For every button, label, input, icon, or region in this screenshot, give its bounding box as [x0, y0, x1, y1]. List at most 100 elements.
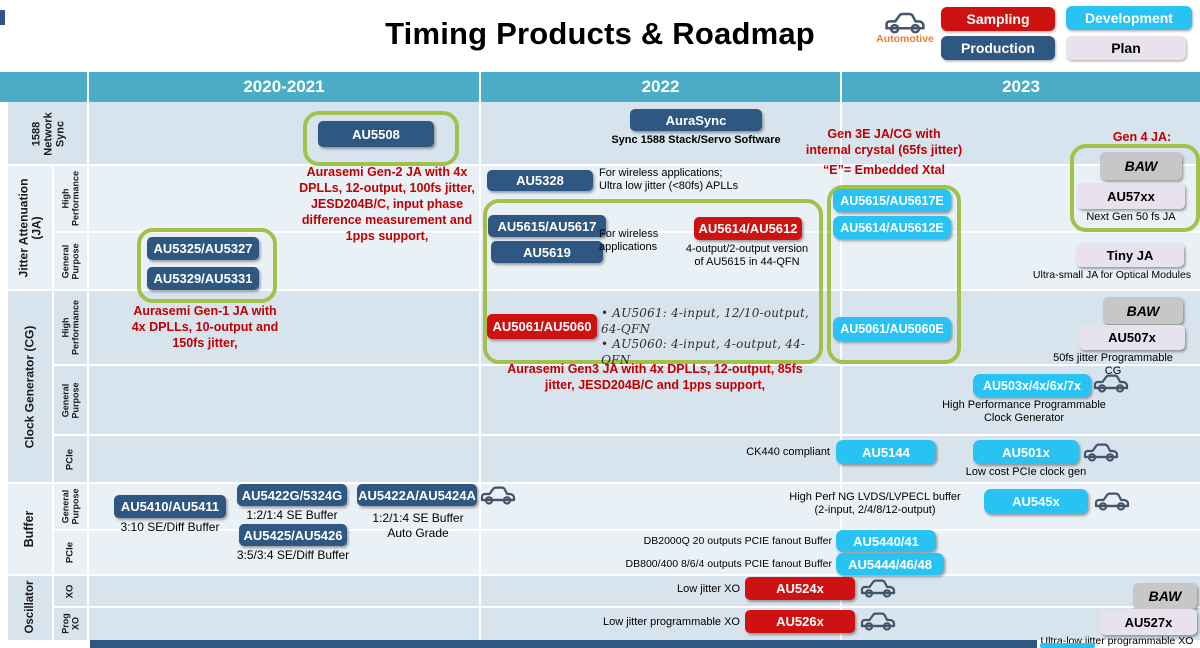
product-au57xx[interactable]: AU57xx — [1077, 183, 1185, 209]
footer-bar — [90, 640, 1037, 648]
caption-wireless: For wireless applications — [599, 228, 659, 254]
divider — [479, 72, 481, 640]
product-au5619[interactable]: AU5619 — [491, 241, 603, 263]
note-gen3: Aurasemi Gen3 JA with 4x DPLLs, 12-outpu… — [507, 362, 803, 392]
caption-au527x: Ultra-low jitter programmable XO — [1040, 635, 1194, 647]
caption-db2000: DB2000Q 20 outputs PCIE fanout Buffer — [643, 535, 832, 547]
product-au524x[interactable]: AU524x — [745, 577, 855, 600]
divider — [8, 289, 1200, 291]
highlight-outline-gen1 — [137, 228, 277, 303]
product-au5329-au5331[interactable]: AU5329/AU5331 — [147, 267, 259, 290]
note-embedded-xtal: “E”= Embedded Xtal — [823, 163, 945, 177]
product-au5422a[interactable]: AU5422A/AU5424A — [357, 484, 477, 506]
header-corner — [0, 72, 87, 102]
caption-au5061-bullets: • AU5061: 4-input, 12/10-output, 64-QFN … — [601, 306, 810, 367]
divider — [52, 165, 54, 640]
row-label-buffer-pcie: PCIe — [64, 541, 76, 564]
automotive-icon — [885, 12, 925, 34]
row-label-cg-pcie: PCIe — [64, 448, 76, 471]
product-au5444-46-48[interactable]: AU5444/46/48 — [836, 553, 944, 575]
product-au501x[interactable]: AU501x — [973, 440, 1079, 464]
header-year-2022: 2022 — [481, 72, 840, 102]
highlight-outline-2022-gen3 — [483, 199, 823, 364]
product-au527x[interactable]: AU527x — [1100, 609, 1197, 635]
row-label-jitter-attenuation: Jitter Attenuation (JA) — [16, 178, 44, 278]
row-label-clock-generator: Clock Generator (CG) — [22, 325, 37, 449]
highlight-outline-gen3e — [827, 185, 961, 364]
product-aurasync[interactable]: AuraSync — [630, 109, 762, 131]
product-au526x[interactable]: AU526x — [745, 610, 855, 633]
divider — [54, 606, 1200, 608]
band-1588 — [8, 102, 1200, 165]
caption-low-jitter-prog-xo: Low jitter programmable XO — [603, 616, 740, 628]
legend-development: Development — [1066, 6, 1192, 30]
note-gen1: Aurasemi Gen-1 JA with 4x DPLLs, 10-outp… — [131, 304, 279, 350]
product-au5061e[interactable]: AU5061/AU5060E — [833, 317, 951, 341]
row-label-ja-general-purpose: General Purpose — [60, 243, 80, 280]
product-au5422g[interactable]: AU5422G/5324G — [237, 484, 347, 506]
row-label-1588-network-sync: 1588 Network Sync — [30, 112, 67, 156]
product-au5614e[interactable]: AU5614/AU5612E — [833, 216, 951, 239]
caption-low-jitter-xo: Low jitter XO — [677, 583, 740, 595]
caption-gen4: Next Gen 50 fs JA — [1086, 211, 1176, 223]
product-baw-cg[interactable]: BAW — [1103, 297, 1183, 324]
product-tiny-ja[interactable]: Tiny JA — [1076, 243, 1184, 267]
legend-production: Production — [941, 36, 1055, 60]
automotive-icon — [480, 486, 516, 505]
divider — [54, 364, 1200, 366]
footer-accent — [1040, 643, 1095, 648]
caption-aurasync: Sync 1588 Stack/Servo Software — [611, 134, 781, 146]
caption-au5328: For wireless applications; Ultra low jit… — [599, 167, 739, 193]
automotive-icon — [860, 612, 896, 631]
product-au503x[interactable]: AU503x/4x/6x/7x — [973, 374, 1091, 397]
slide-edge-accent — [0, 10, 5, 25]
automotive-icon — [1094, 492, 1130, 511]
product-au5508[interactable]: AU5508 — [318, 121, 434, 147]
product-au5325-au5327[interactable]: AU5325/AU5327 — [147, 237, 259, 260]
caption-tiny-ja: Ultra-small JA for Optical Modules — [1032, 269, 1192, 281]
product-au5061-au5060[interactable]: AU5061/AU5060 — [487, 314, 597, 339]
row-label-oscillator: Oscillator — [23, 580, 36, 634]
note-gen2: Aurasemi Gen-2 JA with 4x DPLLs, 12-outp… — [299, 165, 475, 243]
divider — [8, 482, 1200, 484]
row-label-buffer: Buffer — [22, 510, 37, 548]
product-au5410-au5411[interactable]: AU5410/AU5411 — [114, 495, 226, 518]
divider — [54, 529, 1200, 531]
product-au5615e[interactable]: AU5615/AU5617E — [833, 189, 951, 212]
product-au5328[interactable]: AU5328 — [487, 170, 593, 191]
page-title: Timing Products & Roadmap — [385, 16, 815, 51]
row-label-cg-general-purpose: General Purpose — [60, 382, 80, 419]
product-au5144[interactable]: AU5144 — [836, 440, 936, 464]
product-au507x[interactable]: AU507x — [1079, 325, 1185, 350]
divider — [54, 434, 1200, 436]
automotive-icon — [1083, 443, 1119, 462]
product-au5614-au5612[interactable]: AU5614/AU5612 — [694, 217, 802, 240]
header-year-2020-2021: 2020-2021 — [89, 72, 479, 102]
automotive-icon — [1093, 374, 1129, 393]
divider — [8, 574, 1200, 576]
divider — [87, 72, 89, 640]
note-gen4: Gen 4 JA: — [1112, 130, 1172, 144]
caption-au545x-note: High Perf NG LVDS/LVPECL buffer (2-input… — [789, 491, 961, 517]
product-au5440-41[interactable]: AU5440/41 — [836, 530, 936, 552]
row-label-cg-high-performance: High Performance — [60, 299, 80, 356]
caption-au5422a: 1:2/1:4 SE Buffer Auto Grade — [372, 511, 464, 540]
product-baw-osc[interactable]: BAW — [1133, 583, 1197, 609]
caption-au5410: 3:10 SE/Diff Buffer — [120, 520, 220, 534]
product-au5615-au5617[interactable]: AU5615/AU5617 — [488, 215, 606, 237]
legend-automotive-label: Automotive — [876, 33, 934, 45]
legend-plan: Plan — [1066, 36, 1186, 60]
caption-ck440: CK440 compliant — [746, 446, 830, 458]
product-au545x[interactable]: AU545x — [984, 489, 1088, 514]
product-baw-ja[interactable]: BAW — [1100, 152, 1182, 180]
caption-db800: DB800/400 8/6/4 outputs PCIE fanout Buff… — [625, 558, 832, 570]
row-label-osc-xo: XO — [64, 584, 76, 599]
caption-au5422g: 1:2/1:4 SE Buffer — [246, 508, 338, 522]
caption-au5614: 4-output/2-output version of AU5615 in 4… — [685, 243, 809, 269]
divider — [8, 164, 1200, 166]
automotive-icon — [860, 579, 896, 598]
product-au5425-au5426[interactable]: AU5425/AU5426 — [239, 524, 347, 546]
caption-au507x: 50fs jitter Programmable CG — [1053, 352, 1173, 378]
legend-sampling: Sampling — [941, 7, 1055, 31]
